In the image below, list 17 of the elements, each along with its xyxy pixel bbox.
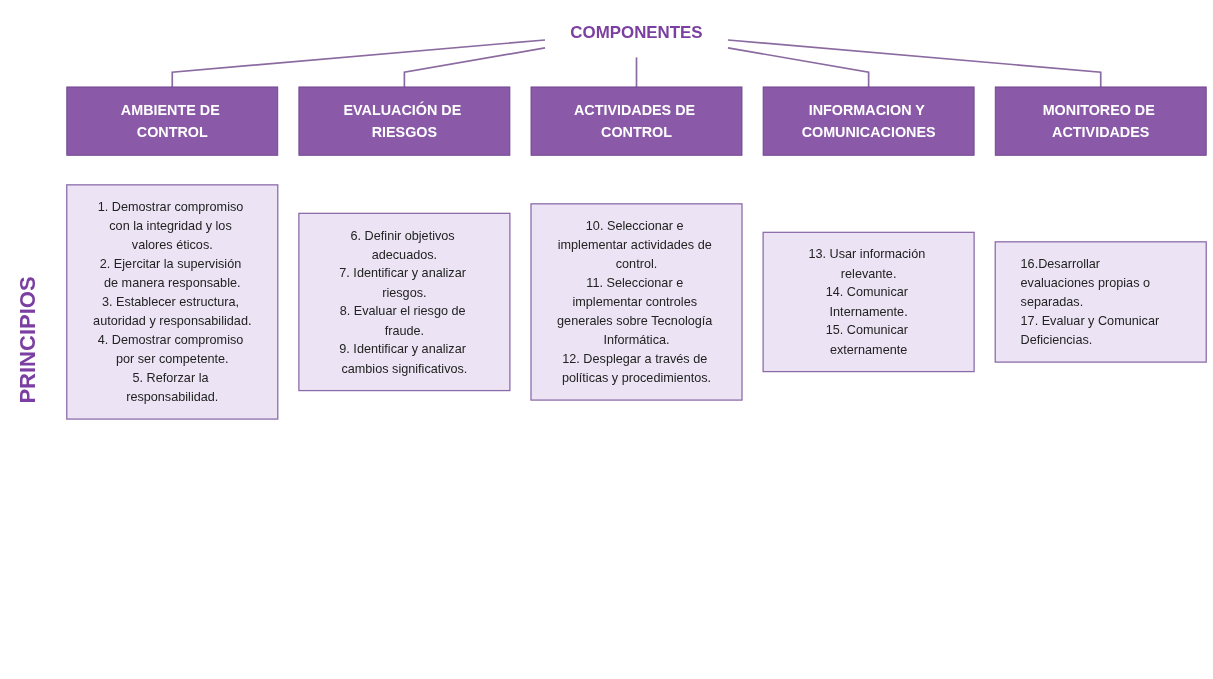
node-text: COMPONENTES (570, 22, 703, 42)
node-box: ACTIVIDADES DE CONTROL (530, 86, 743, 156)
node-box: AMBIENTE DE CONTROL (66, 86, 279, 156)
connector (727, 47, 870, 88)
node-box: MONITOREO DE ACTIVIDADES (994, 86, 1207, 156)
node-box: 13. Usar información relevante. 14. Comunicar Internamente. 15. Comunicar externamente (762, 231, 975, 373)
connector (727, 39, 1102, 88)
connector (403, 47, 546, 88)
node-box: 16.Desarrollar evaluaciones propias o separadas. 17. Evaluar y Comunicar Deficiencias. (994, 241, 1207, 363)
connector (171, 39, 546, 88)
side-heading: PRINCIPIOS (15, 275, 41, 404)
node-box: EVALUACIÓN DE RIESGOS (298, 86, 511, 156)
connector (635, 56, 638, 88)
node-box: 6. Definir objetivos adecuados. 7. Identificar y analizar riesgos. 8. Evaluar el riesgo de fraude. 9. Identificar y analizar cambios significativos. (298, 212, 511, 392)
node-box: 1. Demostrar compromiso con la integridad y los valores éticos. 2. Ejercitar la supervisión de manera responsable. 3. Establecer estructura, autoridad y responsabilidad. 4. Demostrar compromiso por ser competente. 5. Reforzar la responsabilidad. (66, 184, 279, 420)
node-box: 10. Seleccionar e implementar actividades de control. 11. Seleccionar e implementar controles generales sobre Tecnología Informática. 12. Desplegar a través de políticas y procedimientos. (530, 203, 743, 401)
node-box: INFORMACION Y COMUNICACIONES (762, 86, 975, 156)
